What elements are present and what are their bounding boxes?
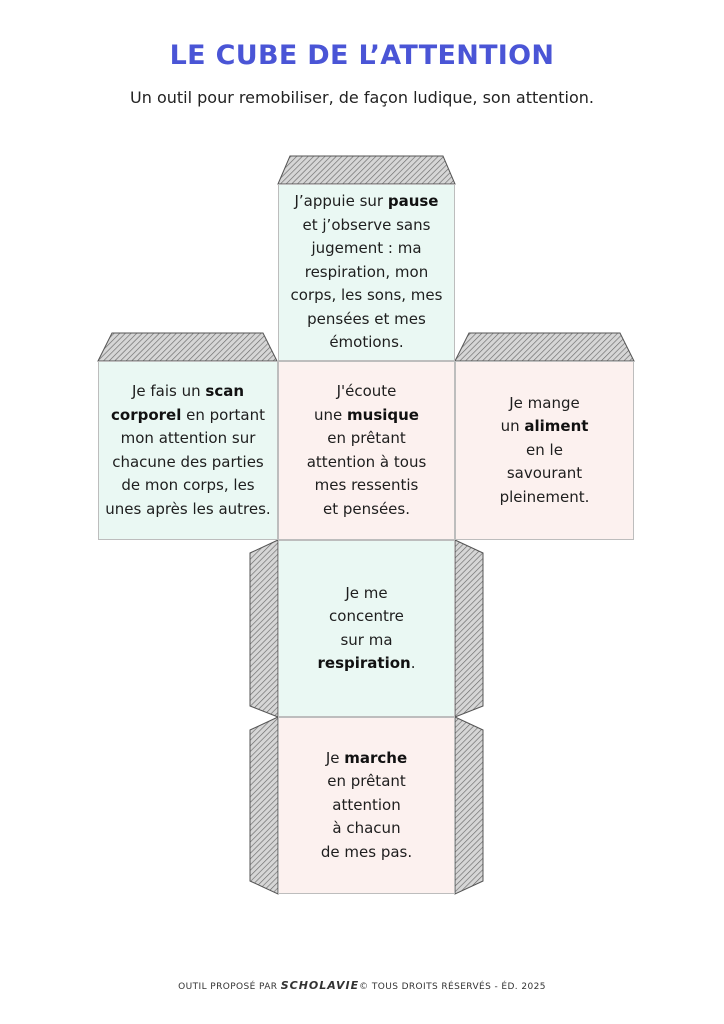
face-top-line: respiration, mon [291, 261, 443, 285]
face-left-line: chacune des parties [105, 451, 270, 475]
line-text: attention à tous [306, 452, 427, 471]
line-text: et j’observe sans [302, 215, 431, 234]
face-right-line: Je mange [500, 392, 590, 416]
line-text: Je me [345, 583, 388, 602]
line-text: de mes pas. [320, 842, 413, 861]
line-text: sur ma [340, 630, 393, 649]
face-center-line: en prêtant [307, 427, 427, 451]
page-title: LE CUBE DE L’ATTENTION [169, 40, 555, 71]
line-keyword: musique [347, 405, 419, 424]
line-text: Je [325, 748, 345, 767]
line-text: jugement : ma [311, 239, 422, 258]
line-text: et pensées. [323, 499, 410, 518]
line-text: . [410, 654, 416, 672]
face-left-line: unes après les autres. [105, 498, 270, 522]
glue-tab-lower-left [249, 539, 279, 718]
line-keyword: pause [387, 192, 439, 211]
face-top-line: J’appuie sur pause [291, 190, 443, 214]
line-text: J'écoute [336, 382, 397, 400]
footer-rights: TOUS DROITS RÉSERVÉS - ÉD. 2025 [371, 982, 546, 992]
line-text: concentre [329, 607, 404, 625]
line-text: Je fais un [131, 382, 206, 400]
face-right-line: savourant [500, 462, 590, 486]
copyright-symbol: © [359, 982, 369, 992]
line-text: mon attention sur [120, 429, 256, 447]
face-lower-text: Je me concentre sur ma respiration. [318, 582, 416, 676]
face-bottom-line: Je marche [321, 747, 412, 771]
line-text: en le [526, 440, 563, 459]
face-top-line: pensées et mes [291, 308, 443, 332]
face-bottom-line: attention [321, 794, 412, 818]
page-subtitle: Un outil pour remobiliser, de façon ludi… [130, 88, 594, 107]
line-text: en prêtant [327, 429, 406, 447]
line-text: chacune des parties [112, 452, 264, 471]
face-center-line: attention à tous [307, 451, 427, 475]
face-center-line: mes ressentis [307, 474, 427, 498]
line-text: Je mange [509, 393, 580, 412]
face-right-line: en le [500, 439, 590, 463]
face-bottom-line: de mes pas. [321, 841, 412, 865]
line-text: émotions. [329, 333, 404, 352]
cube-face-lower: Je me concentre sur ma respiration. [278, 540, 455, 717]
line-text: en prêtant [327, 772, 406, 791]
footer: OUTIL PROPOSÉ PAR SCHOLAVIE© TOUS DROITS… [0, 979, 724, 992]
glue-tab-lower-right [454, 539, 484, 718]
face-lower-line: Je me [318, 582, 416, 606]
face-center-line: et pensées. [307, 498, 427, 522]
line-keyword: corporel [111, 405, 182, 424]
face-lower-line: respiration. [318, 652, 416, 676]
line-text: pensées et mes [307, 309, 426, 328]
face-right-line: un aliment [500, 415, 590, 439]
line-text: mes ressentis [314, 476, 419, 494]
brand-logo: SCHOLAVIE [280, 979, 360, 992]
face-left-line: de mon corps, les [105, 474, 270, 498]
face-lower-line: sur ma [318, 629, 416, 653]
face-bottom-line: en prêtant [321, 770, 412, 794]
glue-tab-bottom-right [454, 716, 484, 895]
line-text: un [500, 417, 525, 436]
line-keyword: scan [205, 382, 245, 400]
line-text: respiration, mon [304, 262, 429, 281]
line-text: J’appuie sur [294, 192, 388, 211]
line-text: corps, les sons, mes [290, 286, 443, 305]
face-center-line: une musique [307, 404, 427, 428]
face-left-line: mon attention sur [105, 427, 270, 451]
line-text: de mon corps, les [121, 476, 255, 494]
line-text: attention [332, 795, 401, 814]
glue-tab-bottom-left [249, 716, 279, 895]
glue-tab-top [277, 155, 456, 185]
face-left-line: corporel en portant [105, 404, 270, 428]
line-text: une [314, 405, 348, 424]
line-keyword: marche [344, 748, 408, 767]
face-top-line: jugement : ma [291, 237, 443, 261]
line-text: savourant [506, 464, 583, 483]
line-keyword: aliment [524, 417, 589, 436]
face-top-line: émotions. [291, 331, 443, 355]
face-bottom-line: à chacun [321, 817, 412, 841]
glue-tab-left [97, 332, 278, 362]
footer-prefix: OUTIL PROPOSÉ PAR [178, 982, 278, 992]
line-text: en portant [181, 405, 265, 424]
face-top-line: corps, les sons, mes [291, 284, 443, 308]
line-text: pleinement. [499, 487, 590, 506]
face-top-line: et j’observe sans [291, 214, 443, 238]
face-left-line: Je fais un scan [105, 380, 270, 404]
glue-tab-right [454, 332, 635, 362]
line-text: unes après les autres. [105, 499, 271, 518]
face-center-line: J'écoute [307, 380, 427, 404]
line-text: à chacun [332, 819, 401, 838]
face-lower-line: concentre [318, 605, 416, 629]
line-keyword: respiration [317, 654, 411, 672]
face-right-line: pleinement. [500, 486, 590, 510]
